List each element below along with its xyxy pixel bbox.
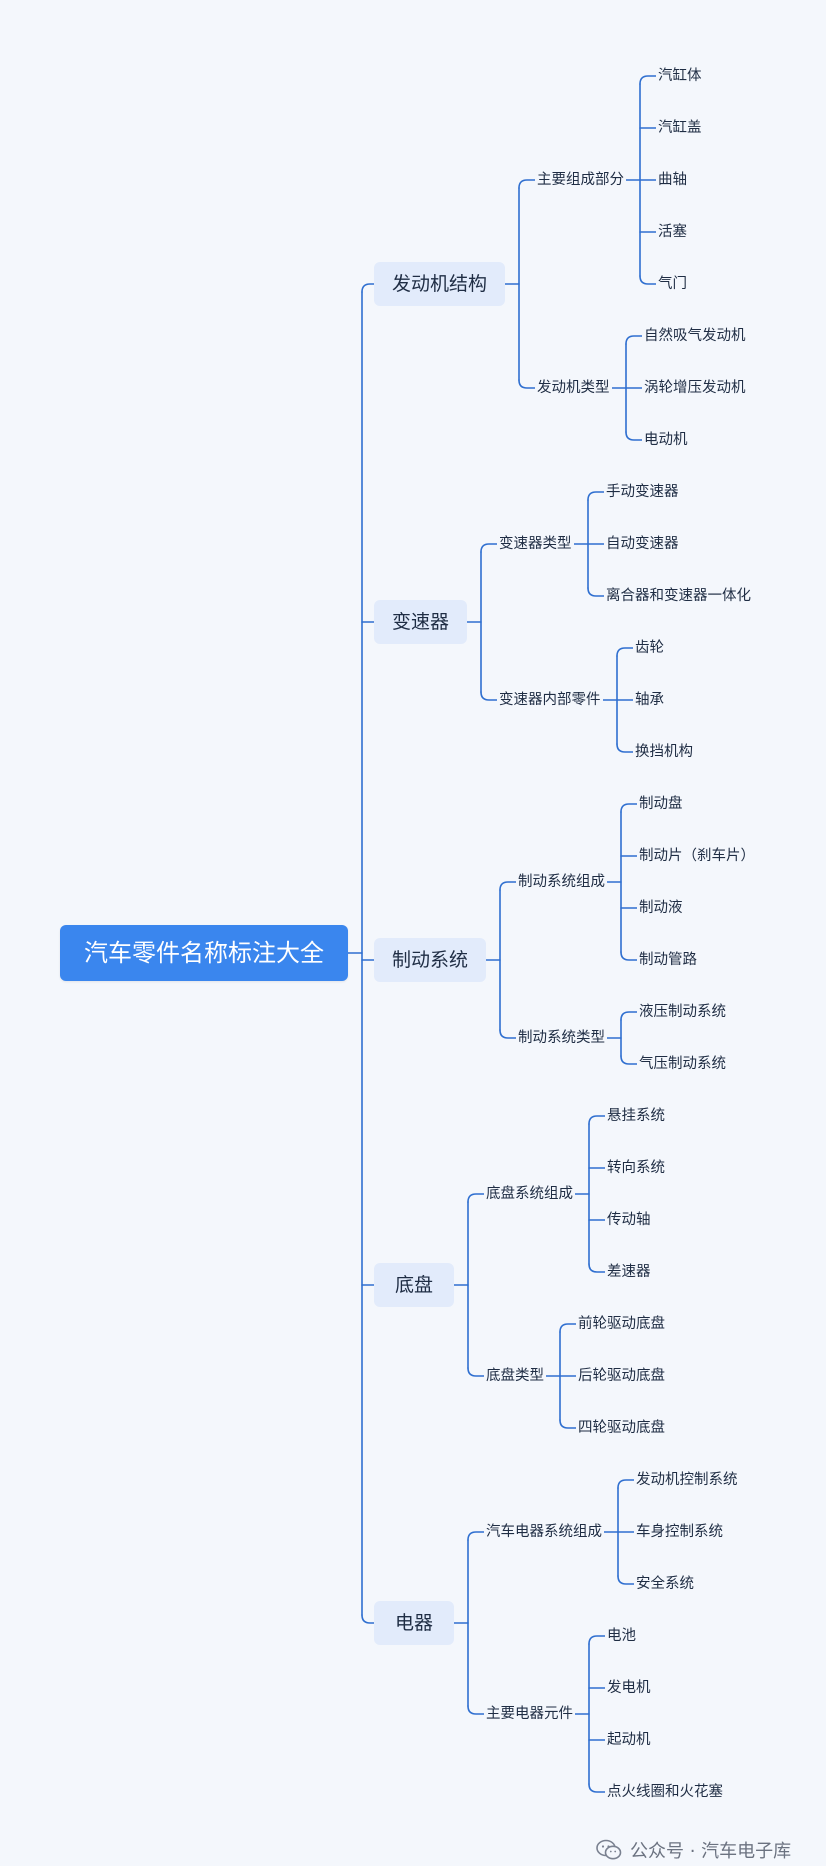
leaf-node: 活塞: [656, 220, 689, 244]
item-elbow: [639, 75, 657, 85]
leaf-node: 制动液: [637, 896, 685, 920]
leaf-node: 车身控制系统: [634, 1520, 725, 1544]
leaf-node: 手动变速器: [604, 480, 681, 504]
leaf-node: 涡轮增压发动机: [642, 376, 748, 400]
item-elbow: [616, 743, 634, 753]
branch-node: 发动机结构: [374, 262, 505, 306]
item-elbow: [559, 1419, 577, 1429]
leaf-node: 悬挂系统: [605, 1104, 667, 1128]
group-elbow-2-0: [499, 881, 517, 891]
root-node: 汽车零件名称标注大全: [60, 925, 348, 981]
group-elbow-2-1: [499, 1029, 517, 1039]
item-elbow: [616, 647, 634, 657]
item-elbow: [588, 1263, 606, 1273]
group-node: 汽车电器系统组成: [484, 1520, 604, 1544]
leaf-node: 制动管路: [637, 948, 699, 972]
group-elbow-4-0: [467, 1531, 485, 1541]
trunk-elbow-0: [361, 283, 375, 293]
group-node: 制动系统组成: [516, 870, 607, 894]
group-elbow-1-1: [480, 691, 498, 701]
leaf-node: 离合器和变速器一体化: [604, 584, 753, 608]
leaf-node: 发电机: [605, 1676, 653, 1700]
group-elbow-3-1: [467, 1367, 485, 1377]
group-elbow-4-1: [467, 1705, 485, 1715]
item-elbow: [587, 491, 605, 501]
leaf-node: 轴承: [633, 688, 666, 712]
item-elbow: [617, 1575, 635, 1585]
watermark-text: 公众号 · 汽车电子库: [630, 1841, 792, 1862]
leaf-node: 起动机: [605, 1728, 653, 1752]
leaf-node: 安全系统: [634, 1572, 696, 1596]
item-elbow: [588, 1115, 606, 1125]
group-node: 发动机类型: [535, 376, 612, 400]
group-elbow-0-0: [518, 179, 536, 189]
leaf-node: 前轮驱动底盘: [576, 1312, 667, 1336]
trunk-elbow-4: [361, 1614, 375, 1624]
wechat-icon: [596, 1839, 622, 1860]
leaf-node: 齿轮: [633, 636, 666, 660]
leaf-node: 换挡机构: [633, 740, 695, 764]
leaf-node: 转向系统: [605, 1156, 667, 1180]
leaf-node: 点火线圈和火花塞: [605, 1780, 725, 1804]
leaf-node: 制动片（刹车片）: [637, 844, 757, 868]
group-node: 变速器内部零件: [497, 688, 603, 712]
item-elbow: [588, 1635, 606, 1645]
item-elbow: [625, 431, 643, 441]
leaf-node: 制动盘: [637, 792, 685, 816]
leaf-node: 自动变速器: [604, 532, 681, 556]
group-elbow-3-0: [467, 1193, 485, 1203]
leaf-node: 曲轴: [656, 168, 689, 192]
item-elbow: [639, 275, 657, 285]
leaf-node: 四轮驱动底盘: [576, 1416, 667, 1440]
leaf-node: 气压制动系统: [637, 1052, 728, 1076]
item-elbow: [620, 1011, 638, 1021]
branch-node: 制动系统: [374, 938, 486, 982]
watermark: 公众号 · 汽车电子库: [596, 1837, 791, 1863]
branch-node: 底盘: [374, 1263, 454, 1307]
leaf-node: 液压制动系统: [637, 1000, 728, 1024]
group-node: 主要组成部分: [535, 168, 626, 192]
branch-node: 电器: [374, 1601, 454, 1645]
group-node: 变速器类型: [497, 532, 574, 556]
leaf-node: 汽缸体: [656, 64, 704, 88]
item-elbow: [620, 803, 638, 813]
group-node: 制动系统类型: [516, 1026, 607, 1050]
leaf-node: 气门: [656, 272, 689, 296]
leaf-node: 传动轴: [605, 1208, 653, 1232]
item-elbow: [587, 587, 605, 597]
item-elbow: [620, 1055, 638, 1065]
leaf-node: 差速器: [605, 1260, 653, 1284]
item-elbow: [588, 1783, 606, 1793]
group-node: 底盘系统组成: [484, 1182, 575, 1206]
item-elbow: [620, 951, 638, 961]
item-elbow: [625, 335, 643, 345]
leaf-node: 电动机: [642, 428, 690, 452]
item-elbow: [617, 1479, 635, 1489]
branch-node: 变速器: [374, 600, 467, 644]
group-node: 主要电器元件: [484, 1702, 575, 1726]
leaf-node: 发动机控制系统: [634, 1468, 740, 1492]
group-node: 底盘类型: [484, 1364, 546, 1388]
leaf-node: 电池: [605, 1624, 638, 1648]
leaf-node: 自然吸气发动机: [642, 324, 748, 348]
leaf-node: 后轮驱动底盘: [576, 1364, 667, 1388]
item-elbow: [559, 1323, 577, 1333]
group-elbow-0-1: [518, 379, 536, 389]
group-elbow-1-0: [480, 543, 498, 553]
leaf-node: 汽缸盖: [656, 116, 704, 140]
